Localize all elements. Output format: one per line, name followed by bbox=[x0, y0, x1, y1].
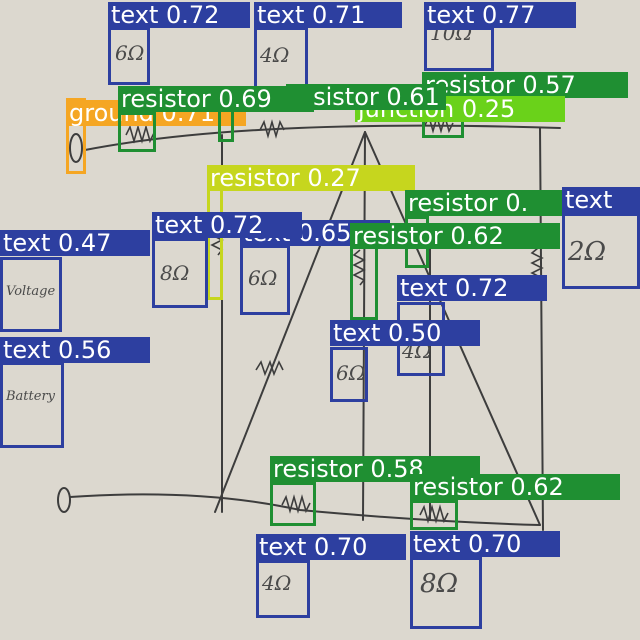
resistor-label: resistor 0.62 bbox=[350, 223, 560, 249]
ground-terminal bbox=[69, 133, 83, 163]
hand-2ohm: 2Ω bbox=[567, 237, 606, 267]
text-box bbox=[108, 27, 150, 85]
text-label: text 0.70 bbox=[410, 531, 560, 557]
text-label: text 0.56 bbox=[0, 337, 150, 363]
battery-terminal bbox=[57, 487, 71, 513]
resistor-label: resistor 0.27 bbox=[207, 165, 415, 191]
resistor-box bbox=[118, 112, 156, 152]
text-label: text 0.72 bbox=[397, 275, 547, 301]
text-box bbox=[424, 27, 494, 71]
text-label: text 0.47 bbox=[0, 230, 150, 256]
resistor-label: resistor 0.57 bbox=[422, 72, 628, 98]
zigzag-5 bbox=[352, 249, 366, 286]
zigzag-8 bbox=[419, 504, 449, 524]
text-box bbox=[330, 347, 368, 402]
zigzag-1 bbox=[125, 124, 155, 144]
hand-6ohm-mid: 6Ω bbox=[248, 266, 277, 290]
hand-battery: Battery bbox=[5, 389, 56, 404]
text-label: text bbox=[562, 187, 640, 213]
zigzag-9 bbox=[255, 359, 284, 377]
resistor-label: resistor 0. bbox=[405, 190, 565, 216]
text-box bbox=[256, 560, 310, 618]
text-label: text 0.77 bbox=[424, 2, 576, 28]
hand-8ohm-bottom: 8Ω bbox=[420, 569, 458, 599]
top-wire bbox=[84, 124, 561, 151]
hand-voltage: Voltage bbox=[6, 284, 55, 299]
resistor-label: resistor 0.69 bbox=[118, 86, 314, 112]
text-box bbox=[410, 557, 482, 629]
text-box bbox=[562, 213, 640, 289]
resistor-box bbox=[410, 500, 458, 530]
text-box bbox=[0, 362, 64, 448]
text-label: text 0.71 bbox=[254, 2, 402, 28]
text-box bbox=[152, 238, 208, 308]
text-label: text 0.50 bbox=[330, 320, 480, 346]
diagonal-left-wire bbox=[214, 131, 366, 513]
hand-8ohm-left: 8Ω bbox=[160, 261, 189, 285]
resistor-label: resistor 0.62 bbox=[410, 474, 620, 500]
hand-4ohm-bottom: 4Ω bbox=[261, 571, 291, 595]
zigzag-2 bbox=[259, 119, 285, 139]
bottom-wire bbox=[69, 493, 541, 526]
hand-6ohm-top: 6Ω bbox=[115, 41, 144, 65]
ground-box bbox=[66, 98, 86, 174]
resistor-box bbox=[270, 482, 316, 526]
text-label: text 0.70 bbox=[256, 534, 406, 560]
zigzag-7 bbox=[281, 494, 311, 514]
text-box bbox=[240, 245, 290, 315]
resistor-box bbox=[350, 245, 378, 320]
text-box bbox=[0, 257, 62, 332]
text-label: text 0.72 bbox=[152, 212, 302, 238]
text-label: text 0.72 bbox=[108, 2, 250, 28]
hand-4ohm-top: 4Ω bbox=[259, 43, 289, 67]
hand-6ohm-low: 6Ω bbox=[336, 361, 365, 385]
